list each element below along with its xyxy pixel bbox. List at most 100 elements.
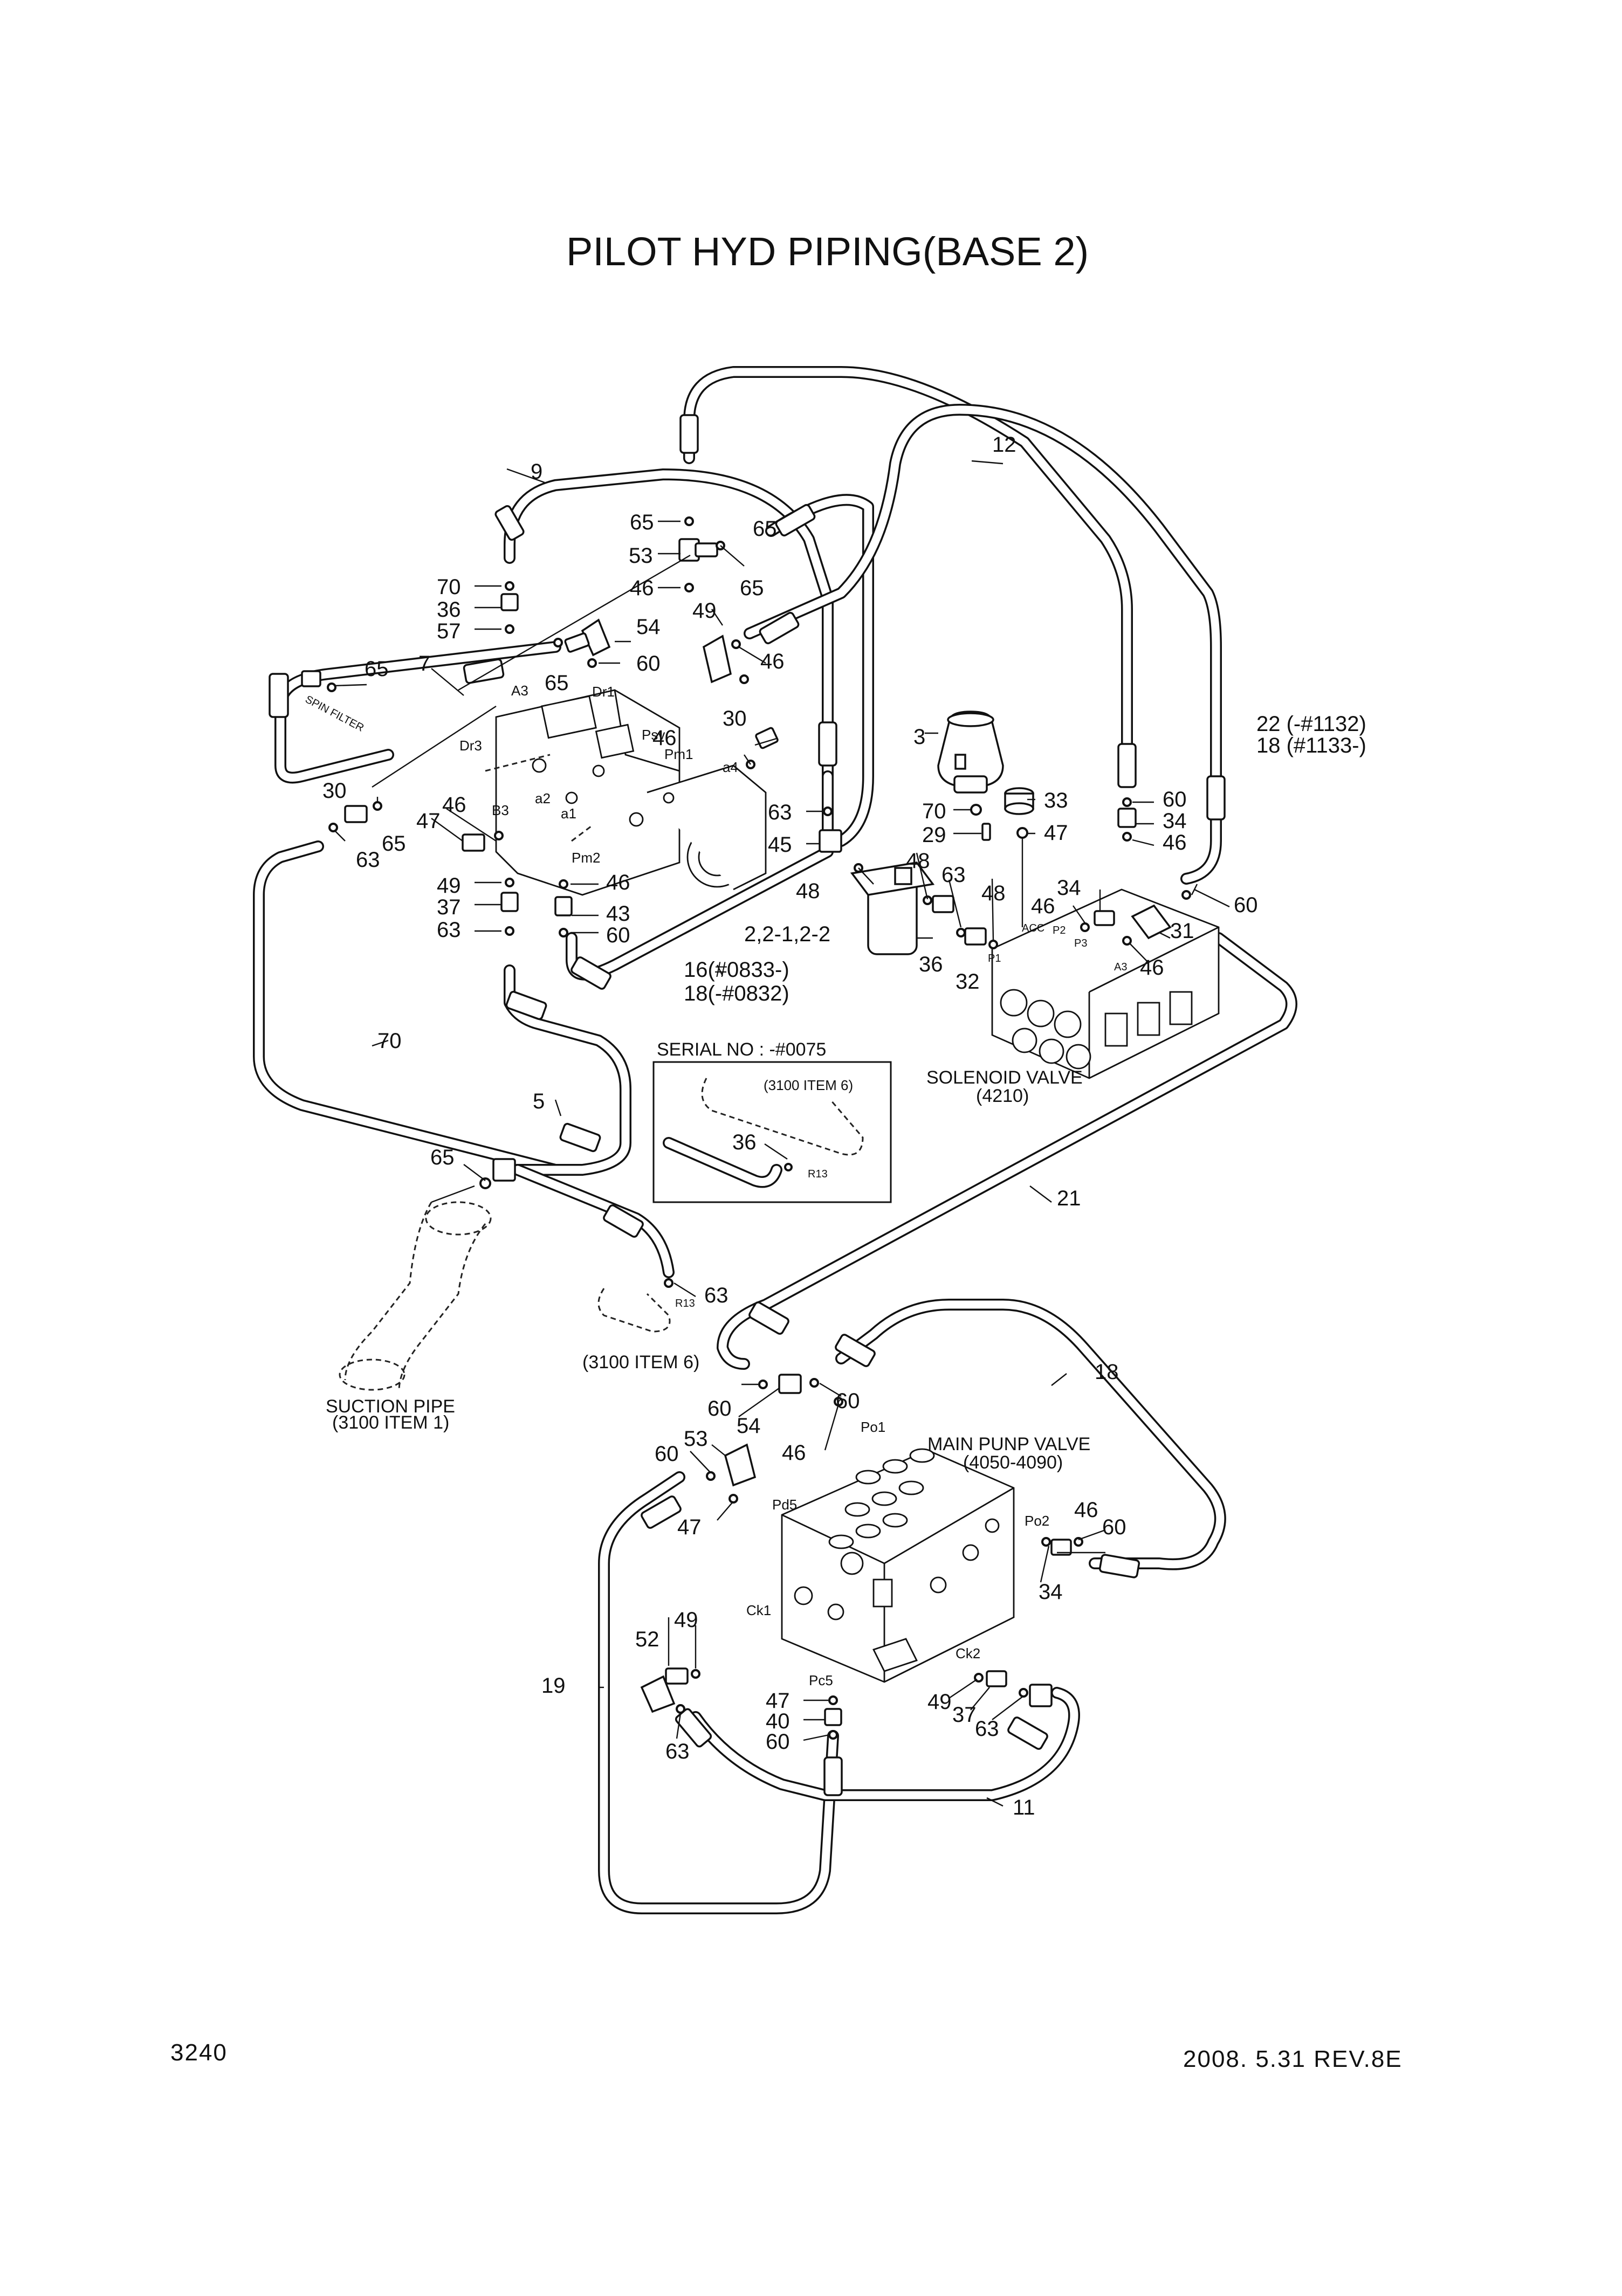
callout-number: 47: [416, 809, 441, 833]
port-label: P2: [1053, 925, 1066, 936]
callout-number: 46: [652, 726, 677, 750]
port-label: Po1: [861, 1419, 885, 1435]
callout-number: 63: [437, 918, 461, 942]
callout-number: 63: [704, 1284, 728, 1307]
callout-number: 60: [1102, 1515, 1126, 1539]
callout-number: 18: [1095, 1360, 1119, 1384]
hose-5: [504, 964, 631, 1176]
callout-number: 52: [635, 1628, 659, 1651]
callout-number: 32: [956, 970, 980, 994]
item2-label: 2,2-1,2-2: [744, 922, 830, 946]
main-pump-valve-label: MAIN PUNP VALVE: [927, 1434, 1090, 1454]
callout-number: 60: [766, 1730, 790, 1754]
callout-number: 46: [630, 576, 654, 600]
hose-suction-59: [512, 1164, 675, 1278]
callout-number: 48: [796, 879, 820, 903]
callout-number: 46: [782, 1441, 806, 1465]
callout-number: 65: [630, 511, 654, 534]
callout-number: 47: [1044, 821, 1068, 845]
callout-number: 46: [760, 650, 785, 673]
item18-old-label: 18(-#0832): [684, 982, 789, 1005]
callout-number: 54: [636, 615, 661, 639]
callout-number: 3: [913, 725, 925, 749]
callout-number: 65: [545, 671, 569, 695]
main-control-valve: Po1 Pd5 Po2 Ck1 Ck2 Pc5: [746, 1419, 1049, 1688]
main-pump: A3 Dr1 Dr3 Psv Pm1 a2 a1 a4 B3 Pm2 SPIN …: [303, 682, 767, 896]
callout-number: 36: [919, 953, 943, 976]
port-label: P1: [988, 953, 1001, 964]
page-number: 3240: [170, 2039, 228, 2066]
port-label: B3: [492, 802, 509, 818]
inset-ref-label: (3100 ITEM 6): [764, 1077, 853, 1093]
callout-number: 57: [437, 619, 461, 643]
hose-11: [690, 1687, 1080, 1801]
port-label: Pd5: [772, 1497, 797, 1513]
callout-number: 70: [922, 799, 946, 823]
callout-number: 60: [836, 1389, 860, 1413]
callout-number: 60: [606, 923, 630, 947]
callout-number: 37: [437, 895, 461, 919]
port-label: Dr3: [459, 737, 482, 754]
page-title: PILOT HYD PIPING(BASE 2): [566, 229, 1089, 274]
hoses: [253, 366, 1297, 1914]
callout-number: 46: [1031, 894, 1055, 918]
item16-label: 16(#0833-): [684, 958, 789, 982]
port-label: A3: [511, 682, 528, 699]
callout-number: 48: [981, 881, 1006, 905]
callout-number: 19: [541, 1674, 566, 1698]
callout-number: 70: [437, 575, 461, 599]
port-label: Ck1: [746, 1602, 771, 1618]
hose-22: [744, 404, 1222, 885]
port-label: R13: [808, 1168, 828, 1180]
callout-number: 63: [941, 863, 966, 887]
hose-18: [835, 1299, 1226, 1570]
hose-21: [717, 932, 1297, 1370]
callout-number: 49: [692, 599, 717, 623]
callout-number: 60: [1234, 893, 1258, 917]
callout-number: 65: [740, 576, 764, 600]
item18-label: 18 (#1133-): [1256, 734, 1366, 757]
callout-number: 7: [418, 652, 430, 675]
callout-number: 45: [768, 833, 792, 857]
callout-number: 37: [952, 1703, 977, 1727]
callout-number: 49: [927, 1690, 952, 1714]
callout-number: 60: [655, 1442, 679, 1466]
callout-number: 46: [442, 793, 466, 817]
callout-number: 70: [377, 1029, 402, 1053]
hose-upper-right: [765, 494, 874, 847]
callout-number: 53: [684, 1427, 708, 1451]
callout-number: 63: [975, 1717, 999, 1741]
filter-3: [937, 711, 1004, 794]
callout-number: 65: [365, 657, 389, 681]
main-pump-valve-ref: (4050-4090): [963, 1452, 1063, 1473]
port-label: a4: [723, 759, 738, 775]
port-label: a1: [561, 805, 576, 822]
callout-number: 65: [430, 1146, 455, 1169]
solenoid-valve: ACC P2 P3 P1 A3: [988, 888, 1220, 1079]
spin-filter-label: SPIN FILTER: [303, 693, 366, 734]
suction-pipe: SUCTION PIPE (3100 ITEM 1): [326, 1185, 492, 1433]
port-label: A3: [1114, 961, 1127, 973]
cap-33: [1004, 787, 1034, 815]
callout-number: 31: [1170, 919, 1194, 943]
callout-number: 12: [992, 433, 1016, 457]
port-label: Psv: [642, 727, 665, 743]
hose-70: [253, 840, 561, 1176]
port-label: Dr1: [592, 684, 615, 700]
hose-19: [598, 1471, 839, 1914]
callout-number: 47: [766, 1689, 790, 1713]
callout-number: 53: [629, 544, 653, 568]
port-label: P3: [1074, 937, 1087, 949]
callout-number: 21: [1057, 1187, 1081, 1210]
callout-number: 54: [737, 1414, 761, 1438]
callout-number: 30: [322, 779, 347, 803]
item6-ref-label: (3100 ITEM 6): [582, 1352, 699, 1373]
solenoid-valve-ref: (4210): [976, 1086, 1029, 1106]
port-label: Pm2: [572, 850, 600, 866]
hose-braids: [269, 414, 1226, 1796]
callout-number: 9: [531, 460, 542, 484]
serial-no-label: SERIAL NO : -#0075: [657, 1039, 826, 1060]
serial-no-inset: SERIAL NO : -#0075 (3100 ITEM 6) 36 R13: [652, 1039, 892, 1203]
callout-number: 36: [732, 1130, 757, 1154]
